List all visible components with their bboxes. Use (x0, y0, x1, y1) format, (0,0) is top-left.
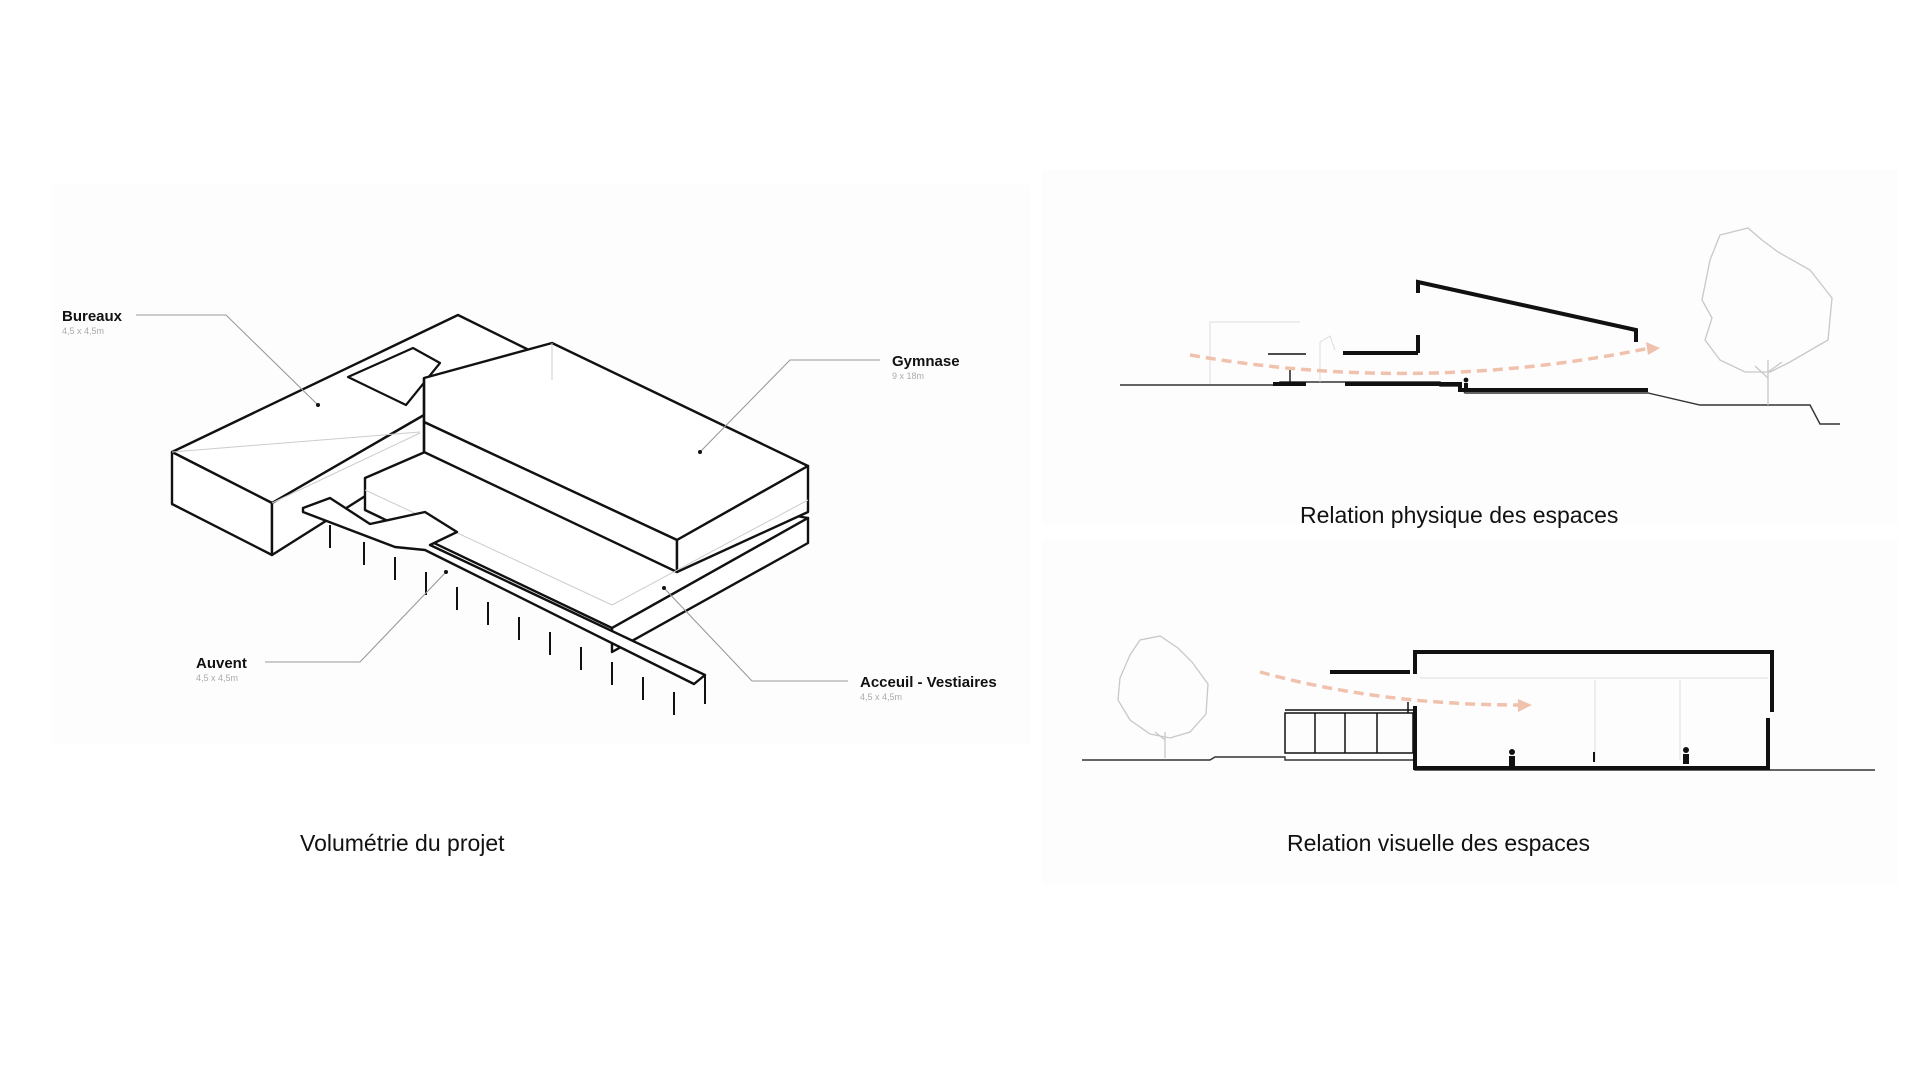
person-icon-physical (1463, 377, 1469, 389)
physical-section-panel (1042, 170, 1898, 525)
label-auvent-dim: 4,5 x 4,5m (196, 673, 238, 683)
tree-icon-visual (1117, 635, 1209, 758)
label-accueil-dim: 4,5 x 4,5m (860, 692, 902, 702)
leader-lines (136, 314, 880, 682)
gymnase-volume (422, 341, 810, 574)
visual-arrowhead (1518, 699, 1532, 712)
people-icons-visual (1509, 747, 1689, 766)
label-accueil: Acceuil - Vestiaires (860, 674, 997, 691)
projection-lines (171, 343, 809, 606)
visual-flow-arrow (1259, 670, 1521, 707)
caption-physical: Relation physique des espaces (1300, 502, 1619, 528)
visual-section-panel (1042, 540, 1898, 885)
auvent-columns (329, 525, 706, 715)
auvent-volume (301, 496, 707, 686)
caption-volumetry: Volumétrie du projet (300, 830, 505, 856)
label-bureaux-dim: 4,5 x 4,5m (62, 326, 104, 336)
label-gymnase: Gymnase (892, 353, 960, 370)
physical-arrowhead (1646, 342, 1660, 355)
physical-flow-arrow (1189, 346, 1651, 376)
label-bureaux: Bureaux (62, 308, 123, 325)
label-gymnase-dim: 9 x 18m (892, 371, 924, 381)
caption-visual: Relation visuelle des espaces (1287, 830, 1591, 856)
visual-accueil-glazing (1284, 702, 1414, 754)
leader-dots (316, 403, 702, 590)
visual-gym-envelope (1330, 650, 1774, 770)
physical-slabs (1273, 279, 1648, 392)
label-auvent: Auvent (196, 655, 247, 672)
tree-icon-physical (1701, 227, 1833, 405)
